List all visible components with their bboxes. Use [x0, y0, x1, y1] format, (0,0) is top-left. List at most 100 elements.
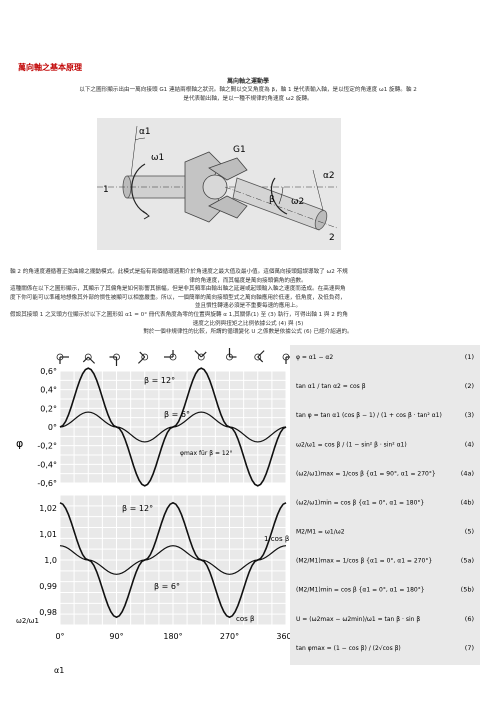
joint-positions-strip	[14, 345, 286, 369]
formula-text: ω2/ω1 = cos β / (1 − sin² β · sin² α1)	[296, 441, 407, 448]
alpha2-line	[312, 169, 324, 211]
joint-icon-arm	[257, 350, 265, 358]
alpha1-line	[130, 125, 138, 177]
omega-tick-label: 0,98	[39, 608, 57, 617]
body-line: 這種關係在以下之圖形顯示，其顯示了其偏角是如何影響其振幅，但是非其頻率由輸出軸之…	[10, 286, 346, 293]
formula-number: (4)	[465, 440, 474, 448]
joint-position-icons	[56, 348, 295, 366]
universal-joint-drawing: α1 ω1 1 G1 α2 ω2 β 2	[97, 125, 338, 243]
phi-tick-label: 0,4°	[40, 386, 57, 395]
formula-text: (M2/M1)max = 1/cos β {α1 = 0°, α1 = 270°…	[296, 558, 432, 565]
phi-tick-label: -0,6°	[37, 479, 57, 488]
omega-chart-curves	[59, 501, 287, 619]
joint-icon-arm	[87, 356, 96, 364]
annotation-beta12-bottom: β = 12°	[122, 504, 153, 513]
phi-tick-label: 0,2°	[40, 404, 57, 413]
formula-panel	[290, 345, 480, 665]
x-tick-label: 90°	[109, 632, 123, 641]
phi-tick-label: 0°	[48, 423, 57, 432]
alpha1-arc	[134, 137, 146, 141]
formula-number: (5)	[465, 528, 474, 536]
formula-text: tan α1 / tan α2 = cos β	[296, 383, 366, 390]
body-line: 度下你可能可以準確地想像其外部的慣性被顯可以相當嚴重。所以，一個簡單的萬向接頭型…	[10, 294, 346, 301]
yoke-2-lower	[208, 195, 248, 219]
omega-series-line	[59, 545, 287, 575]
label-shaft-2: 2	[329, 233, 335, 243]
alpha1-axis-label: α1	[54, 666, 64, 675]
formula-number: (3)	[465, 411, 474, 419]
formula-number: (7)	[465, 644, 474, 652]
omega-chart-ticks: 1,02 1,01 1,0 0,99 0,98	[39, 504, 57, 617]
formula-text: tan φmax = (1 − cos β) / (2√cos β)	[296, 645, 401, 652]
joint-icon-arm	[137, 356, 146, 364]
annotation-cos-beta: cos β	[236, 615, 254, 623]
body-line: 軸 2 的角速度遵循著正弦曲線之擺動模式。此模式是指有兩個循環週期介於角速度之最…	[10, 269, 348, 275]
x-tick-label: 0°	[55, 632, 64, 641]
joint-icon-arm	[257, 356, 264, 363]
phi-series-line	[59, 411, 287, 443]
formula-number: (5b)	[461, 586, 474, 594]
body-line: 並且慣性轉速必須是不重要每速的應用上。	[194, 303, 302, 310]
cross-spider	[202, 174, 228, 200]
formula-number: (2)	[465, 382, 474, 390]
formula-text: φ = α1 − α2	[296, 354, 333, 361]
annotation-beta12-top: β = 12°	[144, 376, 175, 385]
joint-icon-arm	[200, 351, 207, 358]
yoke-2-upper	[208, 157, 248, 181]
formula-text: tan φ = tan α1 (cos β − 1) / (1 + cos β …	[296, 412, 442, 419]
phi-tick-label: 0,6°	[40, 367, 57, 376]
phi-chart-curves	[59, 367, 287, 487]
rotation-arrow-1	[131, 163, 148, 215]
label-alpha1: α1	[139, 127, 151, 137]
formula-list: φ = α1 − α2 (1) tan α1 / tan α2 = cos β (2)…	[296, 353, 474, 652]
omega-tick-label: 0,99	[39, 582, 57, 591]
phi-tick-label: -0,4°	[37, 460, 57, 469]
omega-series-line	[59, 501, 287, 619]
body-line: 律的角速度，而其幅度是萬向接頭偏角的函數。	[189, 277, 307, 284]
x-axis-ticks: 0° 90° 180° 270° 360°	[55, 632, 295, 641]
intro-line: 是代表輸出軸，是以一種不規律的角速度 ω2 旋轉。	[183, 95, 313, 102]
omega-chart-grid	[59, 494, 287, 626]
joint-icon-arm	[139, 351, 146, 358]
phi-axis-label: φ	[16, 437, 23, 450]
omega-tick-label: 1,02	[39, 504, 57, 513]
label-omega2: ω2	[291, 197, 304, 207]
x-tick-label: 360°	[276, 632, 295, 641]
formula-text: U = (ω2max − ω2min)/ω1 = tan β · sin β	[296, 616, 420, 623]
x-tick-label: 270°	[220, 632, 239, 641]
label-g1: G1	[233, 145, 246, 155]
output-shaft	[232, 177, 324, 231]
body-line: 對於一個非規律性的比較，所謂的循環變化 U 之係數是依據公式 (6) 已經介紹過…	[143, 329, 353, 336]
formula-text: M2/M1 = ω1/ω2	[296, 529, 345, 536]
formula-number: (6)	[465, 615, 474, 623]
body-line: 假設其接頭 1 之叉頭方位顯示於以下之圖形如 α1 = 0° 冊代表角度為零的位…	[10, 311, 348, 318]
beta-arc	[278, 186, 284, 205]
kinematics-chart-svg: 0,6°0,4°0,2°0°-0,2°-0,4°-0,6° 1,021,011,…	[14, 345, 480, 675]
section-subtitle: 萬向軸之運動學	[226, 78, 269, 85]
formula-text: (M2/M1)min = cos β {α1 = 0°, α1 = 180°}	[296, 587, 425, 594]
formula-text: (ω2/ω1)min = cos β {α1 = 0°, α1 = 180°}	[296, 499, 424, 506]
omega-tick-label: 1,0	[44, 556, 57, 565]
label-omega1: ω1	[151, 153, 164, 163]
universal-joint-figure: α1 ω1 1 G1 α2 ω2 β 2	[97, 118, 341, 250]
formula-number: (4b)	[461, 498, 474, 506]
formula-number: (5a)	[461, 557, 474, 565]
arrow-head-1	[142, 210, 150, 220]
formula-number: (4a)	[461, 469, 474, 477]
x-tick-label: 180°	[163, 632, 182, 641]
annotation-beta6-bottom: β = 6°	[154, 582, 180, 591]
joint-icon-arm	[82, 356, 89, 363]
output-axis-line	[224, 186, 338, 229]
annotation-phimax: φmax für β = 12°	[180, 450, 233, 457]
joint-icon-arm	[194, 350, 202, 358]
formula-text: (ω2/ω1)max = 1/cos β {α1 = 90°, α1 = 270…	[296, 470, 436, 477]
phi-chart-ticks: 0,6°0,4°0,2°0°-0,2°-0,4°-0,6°	[37, 367, 57, 488]
formula-number: (1)	[465, 353, 474, 361]
omega-ratio-axis-label: ω2/ω1	[16, 617, 39, 625]
omega-tick-label: 1,01	[39, 530, 57, 539]
page-title: 萬向軸之基本原理	[18, 63, 82, 72]
annotation-beta6-top: β = 6°	[164, 410, 190, 419]
intro-line: 以下之圖形顯示出由一萬向接頭 G1 連結兩根軸之狀況。軸之間以交叉角度為 β，軸…	[79, 87, 417, 93]
body-paragraph: 軸 2 的角速度遵循著正弦曲線之擺動模式。此模式是指有兩個循環週期介於角速度之最…	[10, 268, 486, 337]
